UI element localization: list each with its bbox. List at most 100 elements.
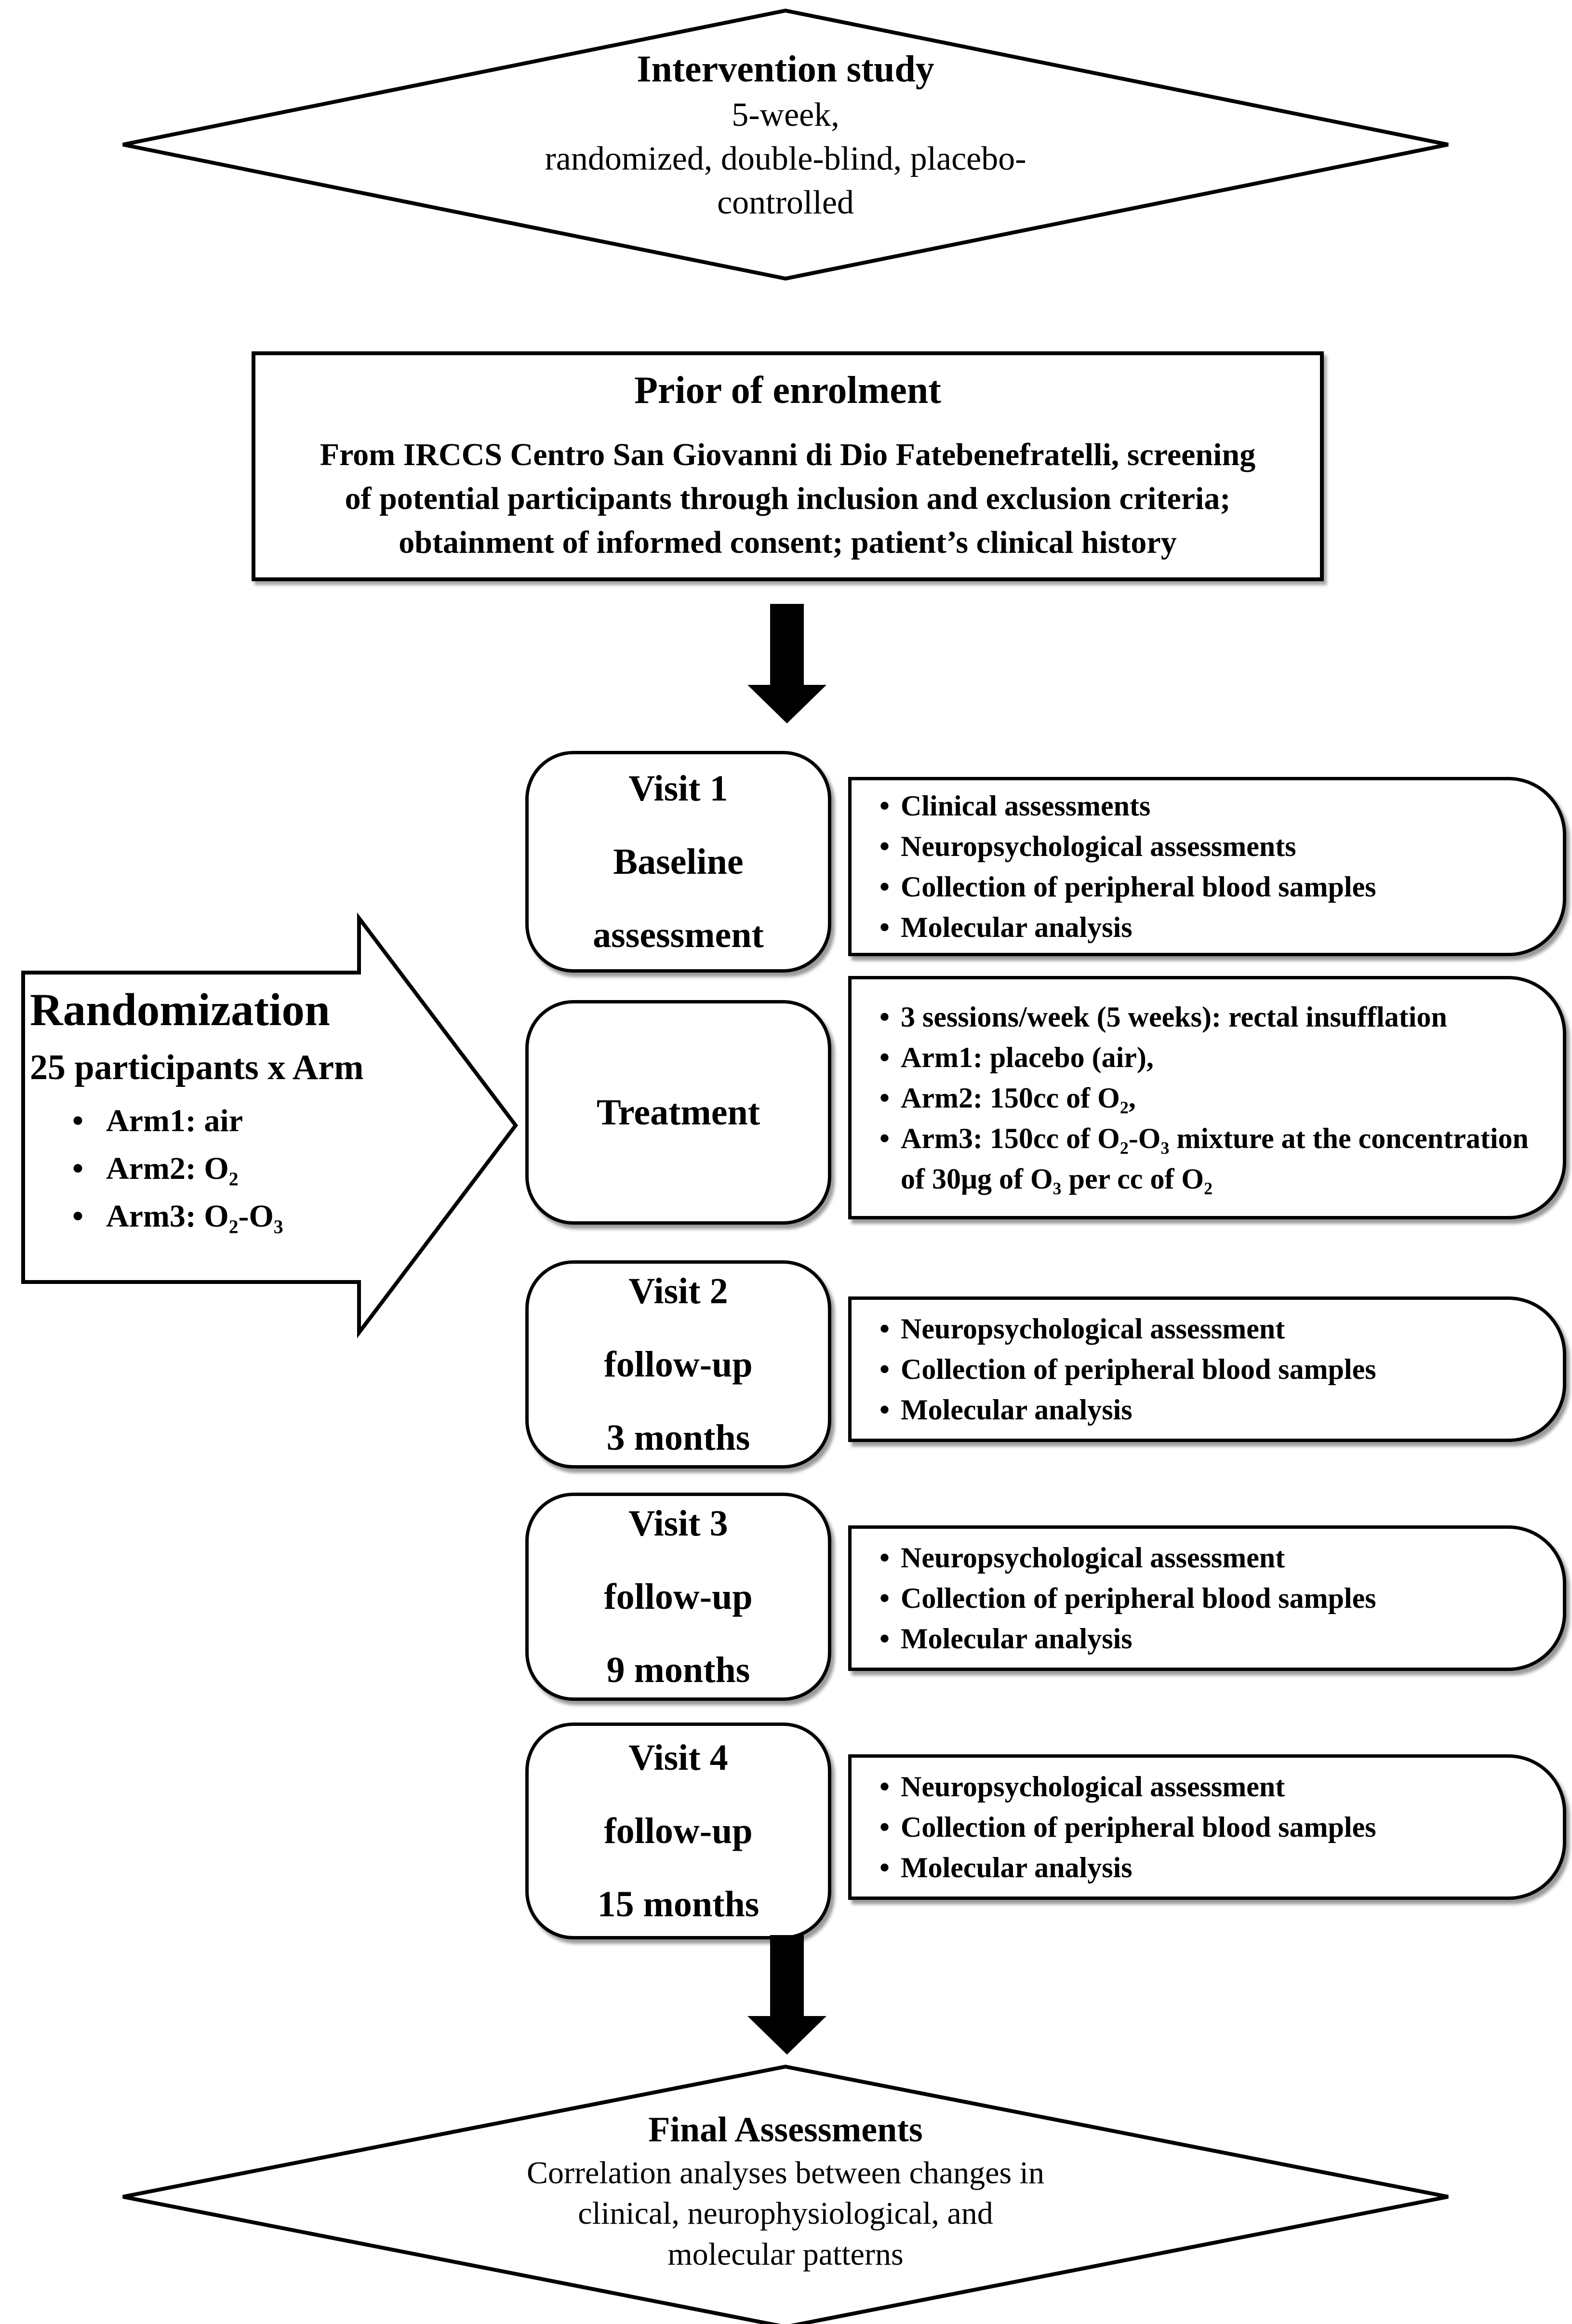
visit-1-box: Visit 1 Baseline assessment: [525, 751, 831, 973]
bullet-text: Collection of peripheral blood samples: [901, 1811, 1376, 1843]
down-arrow-icon: [747, 1935, 826, 2055]
visit-3-line-1: Visit 3: [628, 1503, 728, 1544]
final-line-3: molecular patterns: [667, 2236, 904, 2272]
bullet-text: Neuropsychological assessment: [901, 1542, 1285, 1574]
list-item: • Arm2: 150cc of O₂,: [879, 1078, 1539, 1118]
intervention-line-1: 5-week,: [732, 96, 839, 134]
prior-enrolment-body: From IRCCS Centro San Giovanni di Dio Fa…: [255, 433, 1320, 564]
bullet-icon: •: [72, 1103, 84, 1139]
bullet-text: Arm3: 150cc of O₂-O₃ mixture at the conc…: [901, 1122, 1529, 1195]
bullet-text: Molecular analysis: [901, 911, 1132, 943]
visit-3-line-3: 9 months: [606, 1650, 750, 1690]
arm-1-label: Arm1: air: [106, 1103, 243, 1139]
bullet-icon: •: [879, 871, 890, 903]
bullet-text: Arm1: placebo (air),: [901, 1041, 1154, 1073]
arm-2-label: Arm2: O₂: [106, 1151, 239, 1187]
bullet-icon: •: [879, 1542, 890, 1574]
final-assessments-text: Final Assessments Correlation analyses b…: [337, 2107, 1234, 2275]
bullet-icon: •: [879, 1582, 890, 1614]
visit-1-line-3: assessment: [593, 915, 764, 955]
bullet-icon: •: [879, 1771, 890, 1803]
bullet-text: Collection of peripheral blood samples: [901, 1582, 1376, 1614]
list-item: • Molecular analysis: [879, 1847, 1539, 1888]
visit-3-line-2: follow-up: [604, 1576, 753, 1617]
bullet-text: Clinical assessments: [901, 790, 1151, 822]
bullet-icon: •: [879, 911, 890, 943]
list-item: • Neuropsychological assessment: [879, 1537, 1539, 1578]
visit-3-box: Visit 3 follow-up 9 months: [525, 1493, 831, 1701]
prior-body-line-3: obtainment of informed consent; patient’…: [399, 525, 1177, 561]
visit-1-line-1: Visit 1: [628, 768, 728, 809]
randomization-arm-2: • Arm2: O₂: [30, 1145, 367, 1192]
final-assessments-title: Final Assessments: [648, 2110, 923, 2150]
bullet-text: Neuropsychological assessment: [901, 1771, 1285, 1803]
list-item: • Arm3: 150cc of O₂-O₃ mixture at the con…: [879, 1118, 1539, 1199]
visit-4-line-1: Visit 4: [628, 1737, 728, 1778]
randomization-title: Randomization: [30, 984, 330, 1035]
prior-body-line-2: of potential participants through inclus…: [345, 481, 1231, 517]
visit-4-line-2: follow-up: [604, 1811, 753, 1851]
visit-4-line-3: 15 months: [597, 1884, 759, 1924]
intervention-line-2: randomized, double-blind, placebo-: [545, 140, 1026, 178]
list-item: • Molecular analysis: [879, 1618, 1539, 1659]
visit-2-bullets-box: •Neuropsychological assessment •Collecti…: [848, 1296, 1566, 1442]
bullet-icon: •: [72, 1151, 84, 1187]
bullet-icon: •: [879, 790, 890, 822]
randomization-subtitle: 25 participants x Arm: [30, 1047, 364, 1087]
list-item: •Collection of peripheral blood samples: [879, 1349, 1539, 1389]
bullet-text: Molecular analysis: [901, 1623, 1132, 1655]
bullet-icon: •: [879, 1001, 890, 1033]
list-item: • Molecular analysis: [879, 907, 1539, 948]
bullet-text: 3 sessions/week (5 weeks): rectal insuff…: [901, 1001, 1447, 1033]
bullet-text: Neuropsychological assessments: [901, 830, 1296, 862]
bullet-icon: •: [879, 1082, 890, 1114]
intervention-diamond-shape: [122, 8, 1449, 281]
intervention-diamond-text: Intervention study 5-week, randomized, d…: [337, 44, 1234, 225]
intervention-line-3: controlled: [717, 184, 854, 222]
treatment-title: Treatment: [596, 1092, 760, 1133]
down-arrow-icon: [747, 604, 826, 723]
intervention-title: Intervention study: [637, 48, 934, 90]
final-line-1: Correlation analyses between changes in: [527, 2155, 1044, 2190]
bullet-text: Collection of peripheral blood samples: [901, 1353, 1376, 1385]
final-line-2: clinical, neurophysiological, and: [578, 2196, 993, 2231]
bullet-icon: •: [879, 830, 890, 862]
list-item: • Arm1: placebo (air),: [879, 1037, 1539, 1078]
bullet-text: Neuropsychological assessment: [901, 1313, 1285, 1345]
randomization-arrow-shape: [21, 912, 519, 1338]
prior-enrolment-box: Prior of enrolment From IRCCS Centro San…: [252, 351, 1324, 581]
visit-2-line-3: 3 months: [606, 1417, 750, 1458]
prior-enrolment-title: Prior of enrolment: [634, 369, 941, 412]
arm-3-label: Arm3: O₂-O₃: [106, 1199, 283, 1234]
visit-1-bullets-box: • Clinical assessments • Neuropsychologica…: [848, 777, 1566, 956]
bullet-icon: •: [879, 1394, 890, 1426]
list-item: • Collection of peripheral blood samples: [879, 867, 1539, 907]
bullet-text: Molecular analysis: [901, 1394, 1132, 1426]
visit-4-bullets-box: •Neuropsychological assessment •Collecti…: [848, 1754, 1566, 1900]
list-item: • Neuropsychological assessments: [879, 826, 1539, 867]
list-item: • Neuropsychological assessment: [879, 1309, 1539, 1349]
visit-3-bullets-box: • Neuropsychological assessment • Collecti…: [848, 1525, 1566, 1671]
bullet-icon: •: [879, 1623, 890, 1655]
treatment-bullets-box: • 3 sessions/week (5 weeks): rectal insuf…: [848, 976, 1566, 1219]
bullet-text: Collection of peripheral blood samples: [901, 871, 1376, 903]
visit-2-line-2: follow-up: [604, 1344, 753, 1385]
bullet-icon: •: [879, 1122, 890, 1154]
prior-body-line-1: From IRCCS Centro San Giovanni di Dio Fa…: [320, 437, 1256, 472]
final-assessments-diamond-shape: [122, 2064, 1449, 2324]
bullet-text: Molecular analysis: [901, 1852, 1132, 1883]
randomization-arm-3: • Arm3: O₂-O₃: [30, 1192, 367, 1240]
bullet-icon: •: [72, 1199, 84, 1234]
visit-2-line-1: Visit 2: [628, 1271, 728, 1311]
list-item: • Collection of peripheral blood samples: [879, 1578, 1539, 1618]
bullet-text: Arm2: 150cc of O₂,: [901, 1082, 1136, 1114]
list-item: • 3 sessions/week (5 weeks): rectal insuf…: [879, 997, 1539, 1037]
randomization-arms: • Arm1: air • Arm2: O₂ • Arm3: O₂-O₃: [30, 1097, 367, 1240]
bullet-icon: •: [879, 1313, 890, 1345]
bullet-icon: •: [879, 1852, 890, 1883]
visit-4-box: Visit 4 follow-up 15 months: [525, 1723, 831, 1939]
list-item: •Collection of peripheral blood samples: [879, 1807, 1539, 1847]
bullet-icon: •: [879, 1041, 890, 1073]
list-item: • Neuropsychological assessment: [879, 1766, 1539, 1807]
